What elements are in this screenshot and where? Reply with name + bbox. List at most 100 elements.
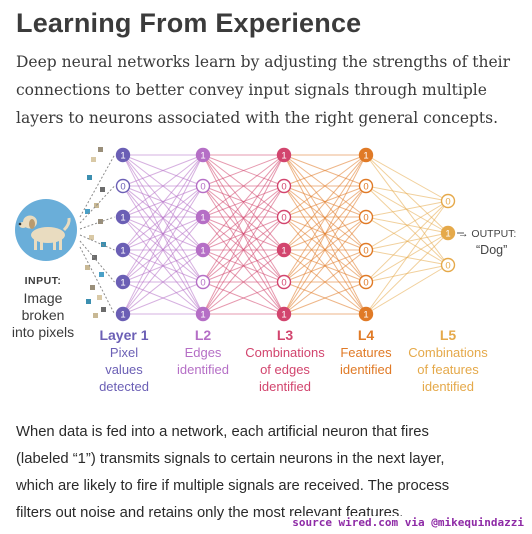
layer-desc-line: Combinations [245, 345, 325, 360]
explanation-line: When data is fed into a network, each ar… [16, 424, 429, 440]
neuron-circle [440, 225, 456, 241]
neuron: 1 [115, 147, 131, 163]
neuron-circle [276, 178, 292, 194]
input-arrow [79, 216, 115, 230]
connection-line [365, 200, 449, 283]
neuron-value: 1 [200, 310, 205, 321]
neuron-circle [358, 274, 374, 290]
neuron-circle [358, 209, 374, 225]
connection-line [202, 249, 285, 315]
neuron-value: 1 [363, 151, 368, 162]
neuron: 0 [276, 274, 292, 290]
layer-1-label: Layer 1 Pixel values detected [92, 327, 156, 395]
dog-tail [62, 217, 71, 232]
neuron-circle [195, 178, 211, 194]
neuron: 0 [195, 178, 211, 194]
neuron: 1 [195, 242, 211, 258]
neuron: 0 [276, 178, 292, 194]
neuron-value: 0 [281, 278, 286, 289]
neuron-value: 0 [445, 261, 450, 272]
explanation-text: When data is fed into a network, each ar… [16, 419, 521, 527]
layer-desc-line: of edges [260, 362, 310, 377]
layer-heading: L4 [357, 327, 375, 343]
neuron: 1 [276, 147, 292, 163]
source-credit: source wired.com via @mikequindazzi [290, 516, 526, 529]
connection-line [365, 232, 449, 315]
connection-line [283, 154, 367, 218]
layer-desc-line: Combinations [408, 345, 488, 360]
neuron-value: 0 [200, 182, 205, 193]
connection-line [283, 185, 367, 218]
neuron: 0 [358, 178, 374, 194]
input-pixels [79, 147, 115, 318]
neuron-value: 0 [363, 246, 368, 257]
connection-line [202, 154, 285, 251]
neuron-value: 1 [281, 151, 286, 162]
neuron-circle [195, 242, 211, 258]
input-line: broken [21, 307, 65, 323]
pixel-square [86, 299, 91, 304]
dog-leg [34, 239, 37, 250]
layer-heading: L2 [194, 327, 212, 343]
neuron: 0 [115, 178, 131, 194]
dog-leg [53, 240, 56, 250]
input-arrow [79, 246, 115, 315]
connection-line [202, 154, 285, 315]
input-heading: INPUT: [24, 275, 62, 287]
neuron-circle [115, 147, 131, 163]
layer-desc-line: detected [99, 379, 149, 394]
neuron-circle [276, 306, 292, 322]
intro-text: Deep neural networks learn by adjusting … [16, 48, 521, 132]
input-arrow [79, 240, 115, 283]
neuron-circle [440, 257, 456, 273]
explanation-line: (labeled “1”) transmits signals to certa… [16, 451, 445, 467]
neuron-circle [276, 147, 292, 163]
input-label: INPUT: Image broken into pixels [4, 273, 82, 341]
neuron: 1 [195, 147, 211, 163]
output-value: “Dog” [476, 243, 508, 257]
connection-line [202, 154, 285, 218]
input-arrow [79, 185, 115, 224]
neuron: 1 [195, 209, 211, 225]
neuron-value: 1 [200, 151, 205, 162]
connection-line [202, 281, 285, 315]
connection-line [283, 154, 367, 187]
neuron-circle [115, 209, 131, 225]
neuron-value: 1 [200, 246, 205, 257]
connection-line [122, 281, 204, 315]
connection-line [365, 200, 449, 218]
pixel-square [89, 235, 94, 240]
connection-line [122, 154, 204, 315]
input-line: Image [23, 290, 63, 306]
neuron-circle [195, 209, 211, 225]
neuron-circle [195, 306, 211, 322]
layer-desc-line: identified [421, 379, 475, 394]
intro-line: connections to better convey input signa… [16, 81, 487, 99]
neuron-circle [358, 242, 374, 258]
neuron: 1 [358, 147, 374, 163]
neuron: 1 [440, 225, 456, 241]
layer-2-label: L2 Edges identified [170, 327, 236, 378]
neuron-circle [276, 242, 292, 258]
neuron-value: 0 [281, 213, 286, 224]
dog-body [31, 227, 65, 243]
neuron: 0 [358, 242, 374, 258]
neuron-value: 1 [120, 278, 125, 289]
neuron-value: 1 [120, 246, 125, 257]
connection-line [122, 154, 204, 218]
connection-line [283, 154, 367, 251]
connection-line [202, 185, 285, 315]
neuron: 0 [358, 274, 374, 290]
pixel-square [87, 175, 92, 180]
connection-line [283, 154, 367, 315]
neuron-value: 1 [120, 213, 125, 224]
neuron-circle [115, 178, 131, 194]
neuron-circle [276, 209, 292, 225]
connection-line [202, 216, 285, 315]
layer-4-label: L4 Features identified [334, 327, 398, 378]
neuron-value: 0 [200, 278, 205, 289]
connection-line [122, 154, 204, 283]
neuron: 0 [195, 274, 211, 290]
neuron-value: 1 [445, 229, 450, 240]
layer-desc-line: identified [339, 362, 393, 377]
